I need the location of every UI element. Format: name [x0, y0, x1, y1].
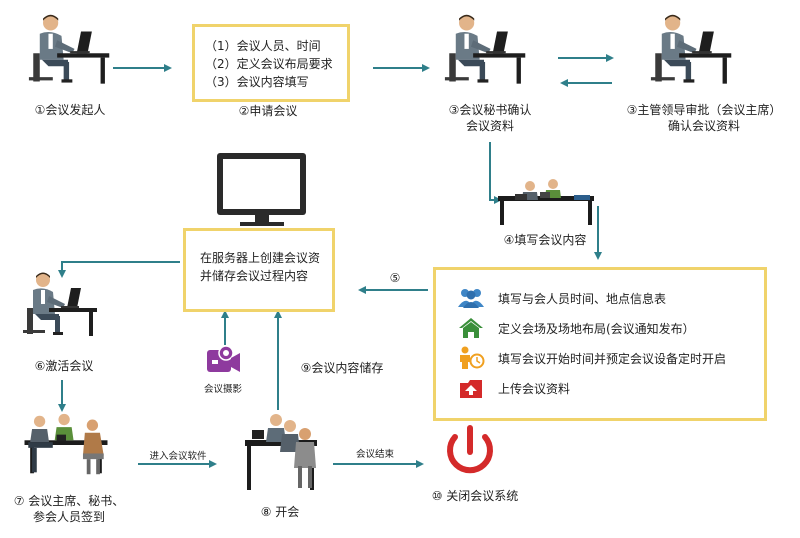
task-item-upload: 上传会议资料 [436, 374, 570, 402]
step-activate-label: ⑥激活会议 [34, 359, 94, 373]
step-five-label: ⑤ [389, 271, 401, 285]
power-icon [447, 425, 493, 474]
people-icon [456, 284, 486, 312]
step-signin-label-2: 参会人员签到 [32, 510, 105, 524]
camera-label: 会议摄影 [203, 384, 242, 395]
upload-icon [456, 374, 486, 402]
signin-group-figure [24, 413, 108, 475]
camera-icon [207, 345, 240, 372]
step-close-label: ⑩ 关闭会议系统 [431, 489, 519, 503]
fill-meeting-figure [498, 179, 594, 225]
request-line-1: （1）会议人员、时间 [205, 39, 321, 53]
server-info-box: 在服务器上创建会议资 并储存会议过程内容 [183, 228, 335, 312]
initiator-figure [28, 14, 110, 84]
task-item-people: 填写与会人员时间、地点信息表 [436, 284, 666, 312]
step-apply-label: ②申请会议 [238, 104, 298, 118]
server-line-1: 在服务器上创建会议资 [200, 251, 321, 265]
meeting-end-label: 会议结束 [355, 449, 394, 460]
secretary-figure [444, 14, 526, 84]
step-open-label: ⑧ 开会 [260, 505, 300, 519]
step-store-label: ⑨会议内容储存 [300, 361, 384, 375]
enter-software-label: 进入会议软件 [149, 451, 207, 462]
step-leader-label-2: 确认会议资料 [667, 119, 740, 133]
step-secretary-label-1: ③会议秘书确认 [448, 103, 532, 117]
task-text: 填写会议开始时间并预定会议设备定时开启 [498, 351, 727, 366]
arrow-secretary-to-fill [489, 142, 502, 204]
home-icon [456, 314, 486, 342]
activate-figure [23, 272, 97, 336]
server-monitor-icon [217, 153, 306, 226]
task-text: 上传会议资料 [498, 381, 571, 396]
step-signin-label-1: ⑦ 会议主席、秘书、 [13, 494, 125, 508]
request-info-box: （1）会议人员、时间 （2）定义会议布局要求 （3）会议内容填写 [192, 24, 350, 102]
step-leader-label-1: ③主管领导审批（会议主席） [626, 103, 782, 117]
task-item-home: 定义会场及场地布局(会议通知发布） [436, 314, 695, 342]
task-text: 定义会场及场地布局(会议通知发布） [498, 321, 695, 336]
step-fill-label: ④填写会议内容 [503, 233, 587, 247]
fill-tasks-box: 填写与会人员时间、地点信息表 定义会场及场地布局(会议通知发布） 填写会议开始时… [433, 267, 767, 421]
leader-figure [650, 14, 732, 84]
request-line-3: （3）会议内容填写 [205, 75, 309, 89]
server-line-2: 并储存会议过程内容 [200, 269, 309, 283]
meeting-open-figure [245, 414, 317, 490]
step-initiator-label: ①会议发起人 [34, 103, 106, 117]
task-item-schedule: 填写会议开始时间并预定会议设备定时开启 [436, 344, 726, 372]
arrow-server-to-activate [58, 261, 180, 278]
request-line-2: （2）定义会议布局要求 [205, 57, 333, 71]
step-secretary-label-2: 会议资料 [465, 119, 514, 133]
task-text: 填写与会人员时间、地点信息表 [498, 291, 667, 306]
person-clock-icon [456, 344, 486, 372]
